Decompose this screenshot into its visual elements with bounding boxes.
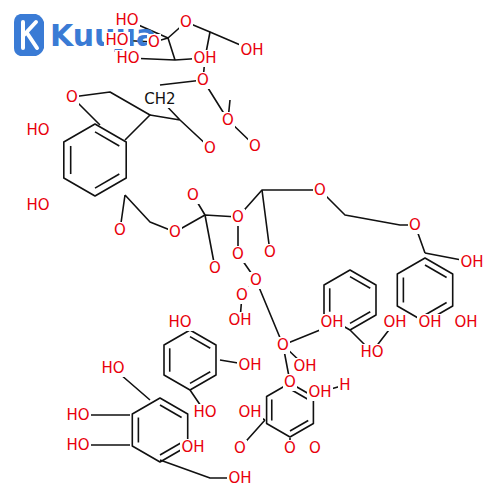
atom-label: OH [237, 404, 262, 421]
atom-label: O [221, 112, 235, 129]
atom-label: HO [25, 122, 50, 139]
double-bond [290, 421, 308, 432]
atom-label: OH [180, 439, 205, 456]
aromatic-ring [397, 258, 452, 322]
double-bond [190, 337, 210, 349]
double-bond [350, 277, 370, 289]
double-bond [425, 265, 447, 277]
double-bond [403, 278, 405, 303]
logo-icon [14, 14, 44, 56]
atom-label: O [168, 224, 182, 241]
atom-label: O [196, 72, 210, 89]
atom-label: OH [292, 358, 317, 375]
atom-label: HO [25, 197, 50, 214]
atom-label: OH [417, 314, 442, 331]
atom-label: O [113, 222, 127, 239]
atom-label: O [65, 89, 79, 106]
atom-label: O [313, 182, 327, 199]
atom-label: HO [65, 437, 90, 454]
watermark: Kuujia [50, 19, 156, 53]
atom-label: HO [65, 407, 90, 424]
double-bond [190, 372, 210, 384]
atom-label: HO [114, 12, 139, 29]
atom-label: O [231, 246, 245, 263]
atom-label: O [203, 140, 217, 157]
atom-label: O [179, 14, 193, 31]
atom-label: O [231, 209, 245, 226]
double-bond [329, 288, 331, 311]
atom-label: OH [459, 254, 484, 271]
atom-label: O [186, 187, 200, 204]
aromatic-ring [164, 330, 216, 390]
double-bond [169, 348, 171, 371]
atom-label: OH [319, 314, 344, 331]
double-bond [271, 399, 273, 420]
atom-label: O [276, 337, 290, 354]
atom-label: H [338, 377, 351, 394]
atom-label: O [249, 272, 263, 289]
atom-label: O [283, 374, 297, 391]
atom-label: OH [227, 312, 252, 329]
atom-label: O [147, 34, 161, 51]
double-bond [350, 312, 370, 324]
atom-label: HO [104, 32, 129, 49]
atom-label: O [263, 244, 277, 261]
double-bond [160, 405, 182, 417]
atom-label: O [248, 138, 262, 155]
atom-label: HO [359, 344, 384, 361]
bond-lines [64, 20, 472, 478]
atom-label: O [233, 440, 247, 457]
atom-label: OH [237, 357, 262, 374]
aromatic-ring [267, 383, 314, 437]
atom-label: OH [227, 470, 252, 487]
atom-label: O [408, 217, 422, 234]
double-bond [95, 132, 119, 146]
double-bond [95, 174, 119, 188]
atom-label: O [283, 440, 297, 457]
atom-label: HO [100, 360, 125, 377]
double-bond [160, 442, 182, 454]
atom-label: OH [192, 50, 217, 67]
atom-label: O [208, 260, 222, 277]
atom-label: OH [239, 42, 264, 59]
aromatic-ring [132, 398, 187, 462]
atom-label: OH [382, 314, 407, 331]
atom-label: HO [192, 404, 217, 421]
atom-label: HO [115, 50, 140, 67]
atom-label: HO [167, 314, 192, 331]
atom-label: OH [307, 384, 332, 401]
atom-label: O [308, 440, 322, 457]
atom-label: CH2 [143, 91, 176, 108]
double-bond [290, 389, 308, 400]
atom-label: O [235, 287, 249, 304]
aromatic-ring [64, 124, 126, 196]
atom-label: OH [453, 314, 478, 331]
double-bond [70, 146, 72, 174]
double-bond [138, 418, 140, 443]
